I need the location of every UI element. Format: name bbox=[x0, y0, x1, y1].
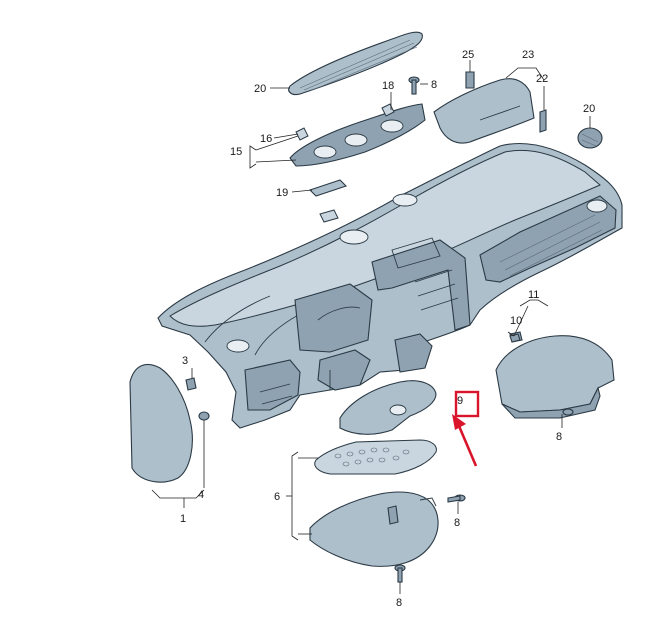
callout-20-left: 20 bbox=[254, 83, 266, 95]
part-1-side-cover bbox=[129, 364, 210, 483]
callout-8-right: 8 bbox=[556, 431, 562, 443]
red-arrow-shaft bbox=[457, 425, 478, 467]
part-6-lower-shroud bbox=[309, 491, 439, 567]
part-8-screw-bottom bbox=[394, 564, 406, 583]
callout-15: 15 bbox=[230, 146, 242, 158]
part-8-screw-top bbox=[408, 76, 420, 95]
callout-19: 19 bbox=[276, 187, 288, 199]
dashboard-panel bbox=[157, 142, 623, 429]
part-23-glovebox-lid bbox=[433, 78, 547, 144]
callout-9: 9 bbox=[457, 395, 463, 407]
callout-23: 23 bbox=[522, 49, 534, 61]
callout-3: 3 bbox=[182, 355, 188, 367]
part-6-trim-plate bbox=[314, 439, 437, 475]
red-arrow-head bbox=[452, 414, 466, 430]
callout-4: 4 bbox=[198, 489, 204, 501]
callout-18: 18 bbox=[382, 80, 394, 92]
callout-6: 6 bbox=[274, 491, 280, 503]
callout-8-bottom: 8 bbox=[396, 597, 402, 609]
part-20-speaker-grille bbox=[288, 31, 423, 96]
leader-lines bbox=[151, 60, 591, 594]
highlight-annotation bbox=[452, 390, 480, 467]
part-25-clip bbox=[465, 71, 475, 89]
callout-20-right: 20 bbox=[583, 103, 595, 115]
callout-25: 25 bbox=[462, 49, 474, 61]
part-19-cover bbox=[308, 179, 348, 197]
part-20-round-vent bbox=[577, 127, 603, 149]
highlight-box bbox=[454, 390, 480, 418]
callout-22: 22 bbox=[536, 73, 548, 85]
callout-16: 16 bbox=[260, 133, 272, 145]
part-10-clip bbox=[509, 333, 521, 343]
callout-1: 1 bbox=[180, 513, 186, 525]
part-11-instrument-cover bbox=[495, 331, 615, 419]
callout-8-lower: 8 bbox=[454, 517, 460, 529]
part-9-upper-shroud bbox=[339, 380, 437, 435]
part-8-screw-lower-right bbox=[447, 494, 466, 503]
part-15-vent-frame bbox=[289, 103, 426, 167]
callout-8-top: 8 bbox=[431, 79, 437, 91]
callout-labels: 20 18 8 25 23 22 20 16 15 19 3 4 1 10 11… bbox=[180, 49, 595, 609]
callout-11: 11 bbox=[528, 289, 539, 301]
callout-10: 10 bbox=[510, 315, 522, 327]
